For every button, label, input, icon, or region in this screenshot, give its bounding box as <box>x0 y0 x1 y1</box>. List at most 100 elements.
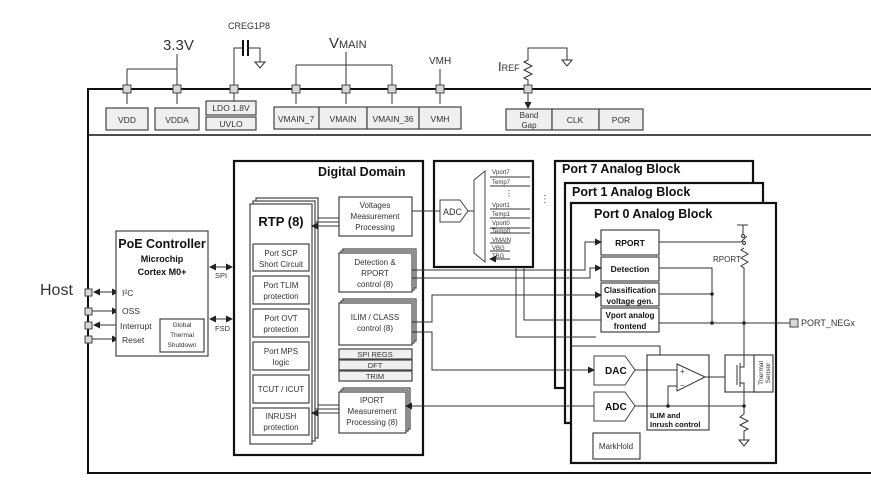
svg-text:VDD: VDD <box>118 115 136 125</box>
svg-text:protection: protection <box>263 325 298 334</box>
svg-text:INRUSH: INRUSH <box>266 412 297 421</box>
svg-text:TRIM: TRIM <box>366 372 384 381</box>
svg-text:Temp1: Temp1 <box>492 212 511 218</box>
supply-vmain: VMAIN <box>295 35 393 88</box>
svg-text:RPORT: RPORT <box>361 269 389 278</box>
label-iref: IREF <box>498 59 520 74</box>
host-label: Host <box>40 282 73 299</box>
dft <box>338 359 413 371</box>
svg-text:Microchip: Microchip <box>141 254 184 264</box>
host-pins <box>84 288 93 344</box>
svg-text:Port 0 Analog Block: Port 0 Analog Block <box>594 207 712 221</box>
svg-text:Interrupt: Interrupt <box>120 321 152 331</box>
spi-regs <box>338 348 413 360</box>
ilim-class-block <box>338 302 413 346</box>
dac-block <box>593 355 636 386</box>
svg-text:Detection: Detection <box>611 264 650 274</box>
digital-domain: Digital Domain RTP (8) Port SCP Short Ci… <box>232 159 425 457</box>
svg-text:Port 7 Analog Block: Port 7 Analog Block <box>562 162 680 176</box>
svg-text:RPORT: RPORT <box>615 238 646 248</box>
vmp-block <box>338 196 413 237</box>
supply-iref: IREF <box>498 47 574 88</box>
svg-text:Global: Global <box>173 322 192 329</box>
block-uvlo <box>205 116 257 131</box>
svg-text:Temp7: Temp7 <box>492 180 511 186</box>
ground-icon <box>253 61 267 69</box>
svg-text:Port MPS: Port MPS <box>264 347 298 356</box>
svg-text:Vport1: Vport1 <box>492 203 510 209</box>
svg-text:+: + <box>680 367 685 376</box>
svg-text:VMH: VMH <box>431 114 450 124</box>
svg-text:LDO 1.8V: LDO 1.8V <box>212 103 250 113</box>
svg-text:Voltages: Voltages <box>360 201 391 210</box>
svg-text:POR: POR <box>612 115 630 125</box>
svg-text:Measurement: Measurement <box>348 407 398 416</box>
svg-text:Port 1 Analog Block: Port 1 Analog Block <box>572 185 690 199</box>
svg-text:Cortex M0+: Cortex M0+ <box>138 267 187 277</box>
supply-3v3: 3.3V <box>126 37 194 88</box>
svg-text:frontend: frontend <box>614 322 647 331</box>
markhold-block <box>592 432 641 460</box>
ground-icon <box>560 59 574 67</box>
top-strip-blocks: VDD VDDA LDO 1.8V UVLO VMAIN_7 VMAIN VMA… <box>105 100 644 131</box>
svg-text:Band: Band <box>520 111 539 120</box>
svg-text:Vport analog: Vport analog <box>606 311 655 320</box>
svg-text:VBG: VBG <box>492 246 505 252</box>
iport-block <box>338 391 407 434</box>
svg-text:−: − <box>680 381 685 390</box>
svg-text:Port OVT: Port OVT <box>264 314 297 323</box>
svg-text:⋮: ⋮ <box>505 189 513 198</box>
svg-text:VMAIN: VMAIN <box>492 238 511 244</box>
chip-boundary <box>87 88 871 474</box>
svg-text:Processing: Processing <box>355 223 395 232</box>
trim <box>338 370 413 382</box>
svg-text:Digital Domain: Digital Domain <box>318 165 406 179</box>
mux-icon <box>473 169 486 264</box>
svg-text:SPI REGS: SPI REGS <box>357 350 392 359</box>
svg-text:Temp0: Temp0 <box>492 229 511 235</box>
svg-text:Gap: Gap <box>521 121 537 130</box>
block-vmh <box>418 106 462 130</box>
label-vmain: VMAIN <box>329 35 367 52</box>
svg-text:ILIM / CLASS: ILIM / CLASS <box>351 313 399 322</box>
label-3v3: 3.3V <box>163 37 194 54</box>
svg-text:Detection &: Detection & <box>354 258 396 267</box>
svg-text:VMAIN: VMAIN <box>330 114 357 124</box>
poe-controller: PoE Controller Microchip Cortex M0+ I²C … <box>115 230 209 357</box>
svg-text:logic: logic <box>273 358 289 367</box>
thermal-sensor <box>753 354 774 393</box>
block-vdda <box>154 107 200 131</box>
svg-text:Classification: Classification <box>604 286 656 295</box>
svg-text:Port SCP: Port SCP <box>264 249 297 258</box>
block-por <box>598 108 644 131</box>
svg-text:Inrush control: Inrush control <box>650 420 700 429</box>
rport-block <box>600 229 660 256</box>
adc-block <box>593 391 636 422</box>
svg-text:UVLO: UVLO <box>219 119 243 129</box>
supply-vmh: VMH <box>429 56 451 88</box>
svg-text:Port TLIM: Port TLIM <box>264 281 299 290</box>
svg-text:Sensor: Sensor <box>765 362 772 383</box>
svg-text:SPI: SPI <box>215 271 227 280</box>
svg-text:VMAIN_7: VMAIN_7 <box>278 114 315 124</box>
svg-text:CLK: CLK <box>567 115 584 125</box>
svg-text:VMAIN_36: VMAIN_36 <box>372 114 413 124</box>
analog-blocks: Port 7 Analog Block Port 1 Analog Block … <box>553 159 855 465</box>
svg-text:Short Circuit: Short Circuit <box>259 260 304 269</box>
svg-text:Reset: Reset <box>122 335 145 345</box>
label-vmh: VMH <box>429 56 451 67</box>
detection-rport-block <box>338 252 413 293</box>
svg-text:TCUT / ICUT: TCUT / ICUT <box>258 385 305 394</box>
svg-text:DAC: DAC <box>605 366 627 377</box>
svg-text:PoE Controller: PoE Controller <box>118 237 206 251</box>
svg-text:ADC: ADC <box>443 207 463 217</box>
svg-text:VDDA: VDDA <box>165 115 189 125</box>
svg-text:RTP (8): RTP (8) <box>258 214 303 229</box>
supply-creg: CREG1P8 <box>228 21 270 88</box>
svg-text:TBG: TBG <box>492 254 505 260</box>
svg-text:FSD: FSD <box>215 324 231 333</box>
svg-text:ADC: ADC <box>605 402 627 413</box>
svg-text:MarkHold: MarkHold <box>599 442 633 451</box>
svg-text:protection: protection <box>263 292 298 301</box>
